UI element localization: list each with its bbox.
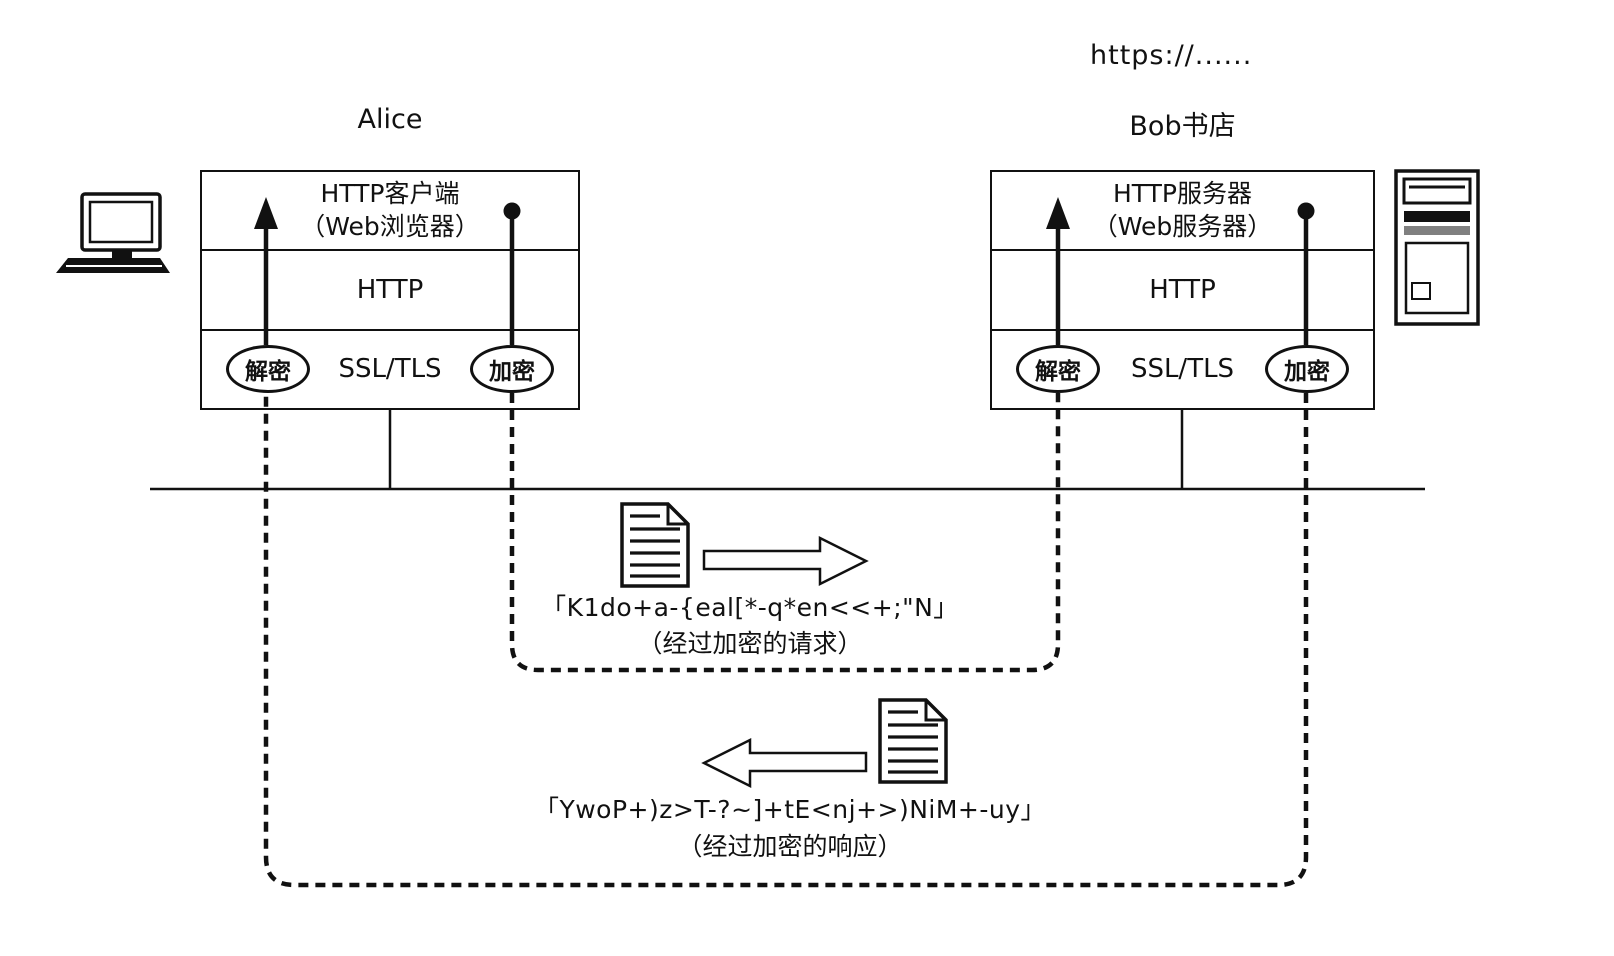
request-arrow-right-icon bbox=[702, 535, 869, 587]
server-http-layer: HTTP bbox=[992, 249, 1373, 328]
server-ssl-layer: 解密 SSL/TLS 加密 bbox=[992, 328, 1373, 408]
server-app-layer-line2: （Web服务器） bbox=[1092, 211, 1273, 241]
server-app-layer-line1: HTTP服务器 bbox=[1113, 179, 1252, 209]
server-protocol-stack: HTTP服务器 （Web服务器） HTTP 解密 SSL/TLS 加密 bbox=[990, 170, 1375, 410]
server-decrypt-oval: 解密 bbox=[1016, 345, 1100, 394]
client-ssl-label: SSL/TLS bbox=[338, 354, 442, 385]
client-app-layer-line1: HTTP客户端 bbox=[320, 179, 460, 209]
server-app-layer: HTTP服务器 （Web服务器） bbox=[992, 172, 1373, 249]
request-ciphertext: 「K1do+a-{eal[*-q*en<<+;"N」 bbox=[541, 593, 959, 622]
client-encrypt-oval: 加密 bbox=[470, 345, 554, 394]
request-caption: （经过加密的请求） bbox=[637, 629, 863, 658]
server-tower-icon bbox=[1394, 169, 1480, 326]
client-ssl-layer: 解密 SSL/TLS 加密 bbox=[202, 328, 578, 408]
desktop-computer-icon bbox=[56, 192, 170, 273]
client-name-label: Alice bbox=[357, 104, 423, 135]
response-ciphertext: 「YwoP+)z>T-?~]+tE<nj+>)NiM+-uy」 bbox=[533, 795, 1047, 824]
client-http-layer: HTTP bbox=[202, 249, 578, 328]
response-caption: （经过加密的响应） bbox=[677, 832, 903, 861]
response-arrow-left-icon bbox=[701, 737, 868, 789]
network-line bbox=[150, 410, 1425, 491]
server-name-label: Bob书店 bbox=[1129, 111, 1236, 142]
response-document-icon bbox=[878, 698, 948, 784]
request-document-icon bbox=[620, 502, 690, 588]
client-decrypt-oval: 解密 bbox=[226, 345, 310, 394]
client-app-layer: HTTP客户端 （Web浏览器） bbox=[202, 172, 578, 249]
client-app-layer-line2: （Web浏览器） bbox=[300, 211, 480, 241]
server-encrypt-oval: 加密 bbox=[1265, 345, 1349, 394]
client-protocol-stack: HTTP客户端 （Web浏览器） HTTP 解密 SSL/TLS 加密 bbox=[200, 170, 580, 410]
server-ssl-label: SSL/TLS bbox=[1130, 354, 1235, 385]
https-url-label: https://...... bbox=[1090, 40, 1253, 71]
